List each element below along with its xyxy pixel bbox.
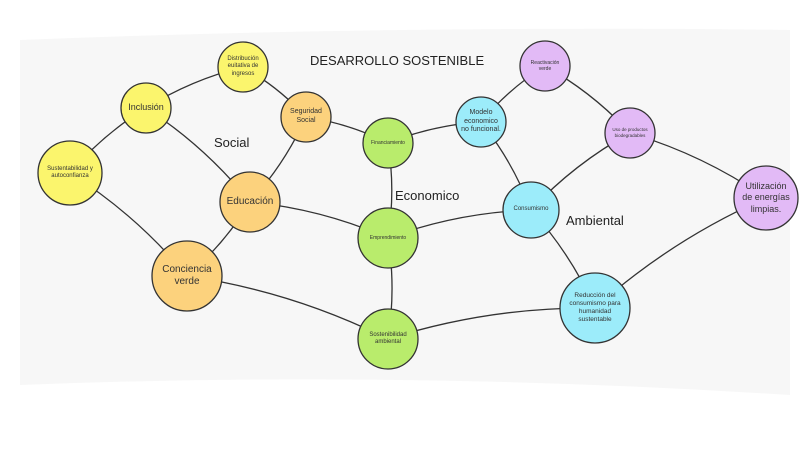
node-label-sostenibilidad: Sostenibilidad ambiental xyxy=(369,331,407,346)
node-label-reduccion: Reducción del consumismo para humanidad … xyxy=(569,291,621,324)
node-label-seguridad: Seguridad Social xyxy=(290,108,322,124)
node-label-conciencia: Conciencia verde xyxy=(162,263,212,288)
diagram-title: DESARROLLO SOSTENIBLE xyxy=(310,53,485,68)
section-label-ambiental: Ambiental xyxy=(566,213,624,228)
node-conciencia[interactable] xyxy=(151,240,223,312)
node-label-financiamiento: Financiamiento xyxy=(371,139,405,146)
node-distribucion[interactable] xyxy=(217,41,269,93)
node-financiamiento[interactable] xyxy=(362,117,414,169)
node-emprendimiento[interactable] xyxy=(357,207,419,269)
node-utilizacion[interactable] xyxy=(733,165,799,231)
node-reduccion[interactable] xyxy=(559,272,631,344)
node-educacion[interactable] xyxy=(219,171,281,233)
node-label-distribucion: Distribución euitativa de ingresos xyxy=(227,55,259,77)
node-label-emprendimiento: Emprendimiento xyxy=(369,234,407,241)
node-sustentabilidad[interactable] xyxy=(37,140,103,206)
node-consumismo[interactable] xyxy=(502,181,560,239)
node-label-inclusion: Inclusión xyxy=(128,102,164,113)
section-label-social: Social xyxy=(214,135,250,150)
node-label-consumismo: Consumismo xyxy=(513,206,549,213)
node-label-utilizacion: Utilización de energías limpias. xyxy=(742,181,790,214)
node-modelo[interactable] xyxy=(455,96,507,148)
node-seguridad[interactable] xyxy=(280,91,332,143)
node-reactivacion[interactable] xyxy=(519,40,571,92)
node-label-modelo: Modelo economico no funcional. xyxy=(461,108,501,134)
node-label-uso: Uso de productos biodegradables xyxy=(612,127,648,138)
node-uso[interactable] xyxy=(604,107,656,159)
node-label-sustentabilidad: Sustentabilidad y autoconfianza xyxy=(47,165,93,180)
node-label-educacion: Educación xyxy=(226,195,274,207)
section-label-economico: Economico xyxy=(395,188,460,203)
node-inclusion[interactable] xyxy=(120,82,172,134)
node-label-reactivacion: Reactivación verde xyxy=(530,59,560,72)
node-sostenibilidad[interactable] xyxy=(357,308,419,370)
